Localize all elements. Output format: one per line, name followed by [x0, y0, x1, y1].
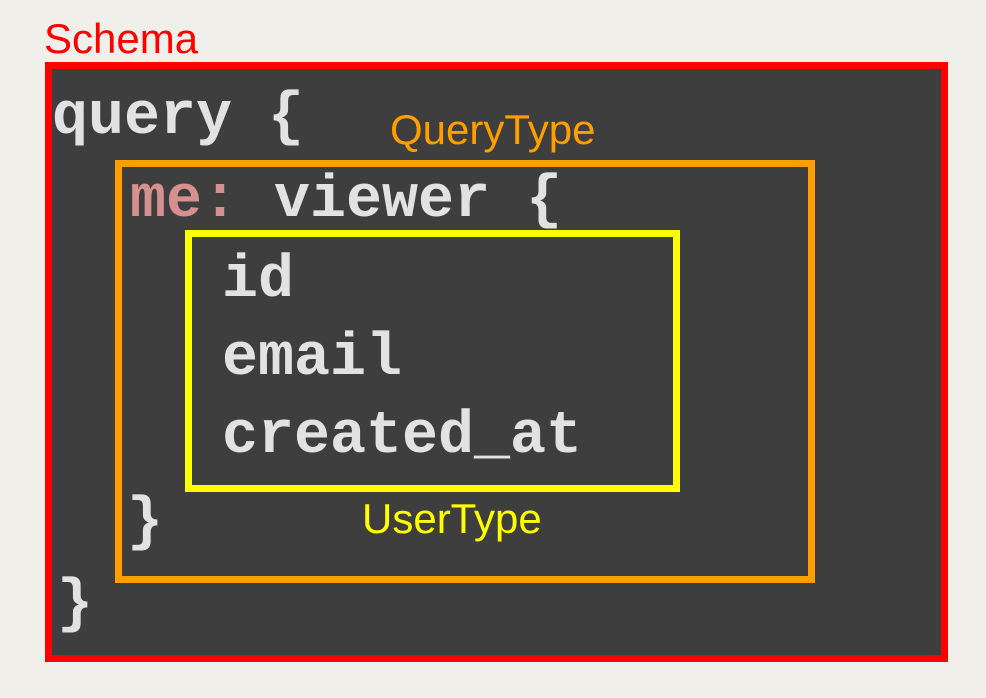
viewer-open-text: viewer {: [238, 167, 563, 235]
code-line-field-id: id: [222, 247, 295, 315]
querytype-label: QueryType: [390, 106, 596, 153]
querytype-box: [115, 160, 815, 583]
code-line-field-email: email: [222, 325, 403, 393]
code-line-query-open: query {: [52, 84, 305, 152]
code-line-field-created-at: created_at: [222, 403, 583, 471]
usertype-box: [185, 230, 680, 492]
field-key-me: me:: [130, 167, 239, 235]
code-line-viewer-close: }: [127, 489, 164, 557]
schema-label: Schema: [44, 15, 199, 62]
code-line-me-viewer: me: viewer {: [130, 171, 562, 231]
code-line-query-close: }: [57, 571, 94, 639]
usertype-label: UserType: [362, 495, 542, 542]
